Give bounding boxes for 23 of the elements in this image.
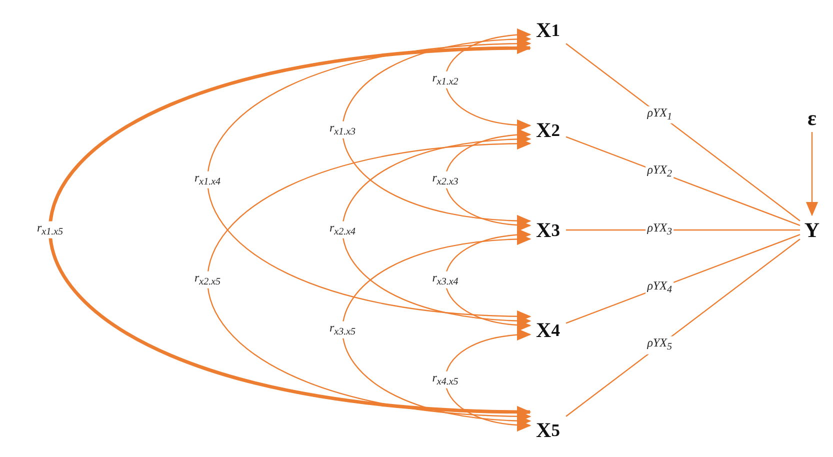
- edge-label: r$_{x3.x5}$: [327, 321, 358, 339]
- path-line: [566, 43, 800, 222]
- double-headed-arrow: [444, 329, 530, 431]
- path-line: [566, 238, 800, 417]
- edge-label: r$_{x4.x5}$: [430, 371, 460, 389]
- double-headed-arrow: [444, 29, 530, 131]
- double-headed-arrow: [444, 129, 530, 231]
- edge-label: r$_{x2.x5}$: [192, 271, 223, 289]
- arrow: [806, 132, 818, 216]
- edge-label: ρYX$_{4}$: [645, 279, 674, 296]
- edge-label: r$_{x1.x2}$: [430, 71, 460, 89]
- edge-label: ρYX$_{5}$: [645, 336, 674, 354]
- edge-label: r$_{x3.x4}$: [430, 271, 460, 289]
- edge-label: ρYX$_{1}$: [645, 106, 674, 124]
- edge-label: r$_{x1.x3}$: [327, 121, 358, 139]
- edge-label: r$_{x1.x4}$: [192, 171, 223, 189]
- edge-label: r$_{x2.x3}$: [430, 171, 460, 189]
- double-headed-arrow: [444, 229, 530, 331]
- variable-label: Y: [800, 215, 824, 245]
- edge-label: r$_{x1.x5}$: [34, 221, 66, 239]
- variable-label: ε: [801, 104, 823, 132]
- edge-label: r$_{x2.x4}$: [327, 221, 358, 239]
- edge-label: ρYX$_{2}$: [645, 164, 674, 181]
